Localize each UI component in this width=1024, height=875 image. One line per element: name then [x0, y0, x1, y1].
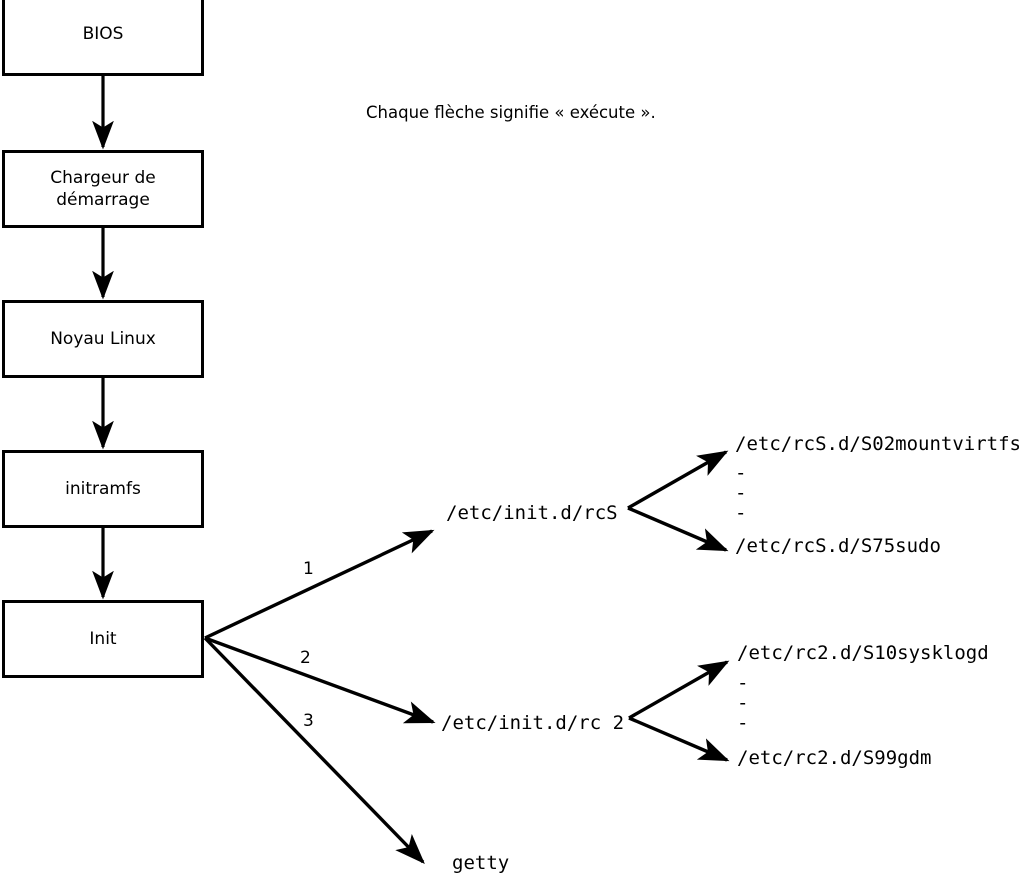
rcs-script-last[interactable]: /etc/rcS.d/S75sudo	[735, 535, 941, 557]
rc2-ellipsis-dash-3: -	[737, 712, 749, 734]
branch-number-2: 2	[300, 648, 311, 668]
node-initramfs-label: initramfs	[65, 478, 141, 499]
rcs-script-first[interactable]: /etc/rcS.d/S02mountvirtfs	[735, 433, 1021, 455]
arrow-rc2-to-last-script	[628, 716, 730, 762]
node-rc2-script[interactable]: /etc/init.d/rc 2	[441, 712, 625, 734]
rc2-script-first[interactable]: /etc/rc2.d/S10sysklogd	[737, 642, 989, 664]
node-bios-label: BIOS	[82, 23, 124, 44]
rc2-script-last[interactable]: /etc/rc2.d/S99gdm	[737, 747, 932, 769]
arrow-init-to-rc2	[204, 636, 436, 724]
rc2-ellipsis-dash-1: -	[737, 672, 749, 694]
node-kernel[interactable]: Noyau Linux	[2, 300, 204, 378]
arrow-init-to-getty	[203, 636, 425, 864]
arrow-rc2-to-first-script	[628, 660, 730, 720]
node-kernel-label: Noyau Linux	[50, 328, 156, 349]
node-rcs-script[interactable]: /etc/init.d/rcS	[446, 502, 618, 524]
node-init-label: Init	[89, 628, 117, 649]
rc2-ellipsis-dash-2: -	[737, 692, 749, 714]
rcs-ellipsis-dash-3: -	[735, 502, 747, 524]
arrow-rcs-to-last-script	[627, 506, 729, 552]
diagram-caption: Chaque flèche signifie « exécute ».	[366, 103, 656, 122]
node-bootloader-label: Chargeur de démarrage	[50, 167, 156, 210]
rcs-ellipsis-dash-2: -	[735, 482, 747, 504]
branch-number-3: 3	[303, 711, 314, 731]
rcs-ellipsis-dash-1: -	[735, 462, 747, 484]
node-getty[interactable]: getty	[452, 852, 510, 874]
node-bootloader[interactable]: Chargeur de démarrage	[2, 150, 204, 228]
node-init[interactable]: Init	[2, 600, 204, 678]
branch-number-1: 1	[303, 559, 314, 579]
node-initramfs[interactable]: initramfs	[2, 450, 204, 528]
node-bios[interactable]: BIOS	[2, 0, 204, 76]
arrow-init-to-rcs	[204, 529, 435, 640]
arrow-rcs-to-first-script	[627, 450, 729, 510]
